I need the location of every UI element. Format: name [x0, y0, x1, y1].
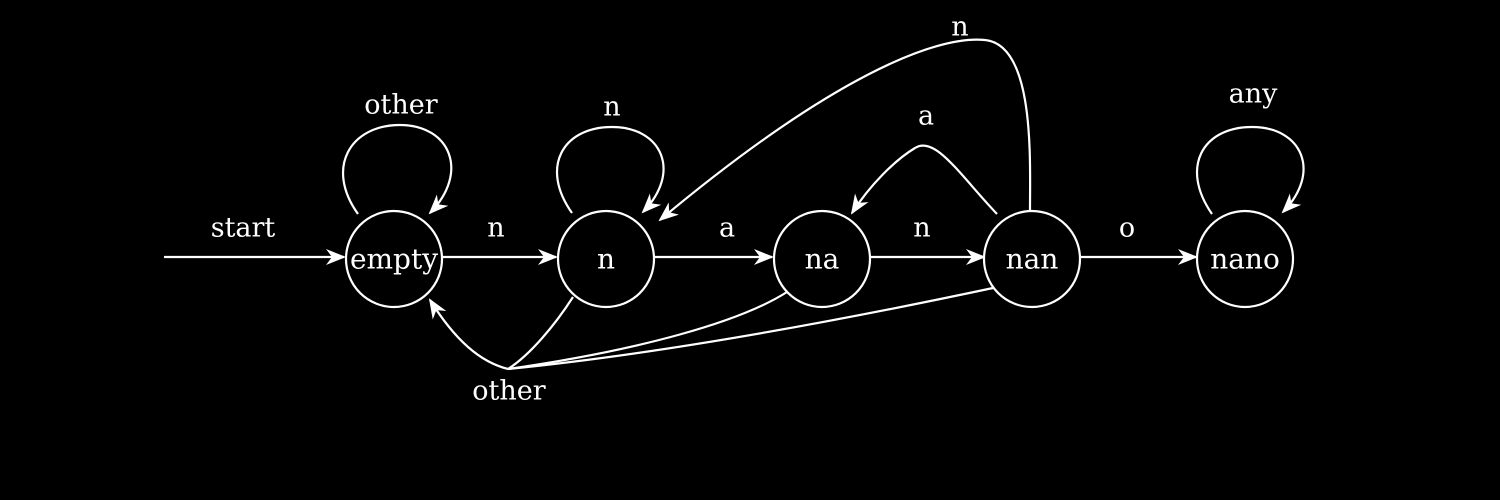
n-to-na-label: a [719, 213, 735, 244]
state-nano: nano [1195, 209, 1295, 309]
state-empty: empty [344, 209, 444, 309]
state-n: n [556, 209, 656, 309]
empty-to-n-label: n [487, 213, 504, 244]
nan-to-na-arrow [850, 144, 998, 215]
n-self-loop-label: n [603, 92, 620, 123]
state-na-label: na [805, 243, 840, 276]
state-na: na [772, 209, 872, 309]
n-self-loop [555, 125, 665, 214]
nano-self-loop [1195, 125, 1305, 215]
nan-to-nano-label: o [1119, 213, 1135, 244]
start-label: start [211, 213, 276, 244]
state-nan-label: nan [1006, 243, 1059, 276]
nan-to-n-arrow [658, 38, 1032, 222]
nan-to-n-label: n [951, 12, 968, 43]
to-empty-other-label: other [472, 376, 545, 407]
na-to-empty-other-edge [507, 291, 788, 371]
nan-to-empty-other-edge [507, 286, 994, 371]
state-empty-label: empty [350, 243, 438, 276]
state-n-label: n [597, 243, 615, 276]
state-nano-label: nano [1210, 243, 1280, 276]
empty-self-loop [341, 123, 453, 215]
state-nan: nan [982, 209, 1082, 309]
other-to-empty-arrow [428, 298, 509, 371]
n-to-empty-other-edge [507, 296, 574, 370]
na-to-nan-label: n [913, 213, 930, 244]
empty-self-loop-label: other [364, 90, 437, 121]
nano-self-loop-label: any [1229, 79, 1278, 110]
nan-to-na-label: a [918, 101, 934, 132]
